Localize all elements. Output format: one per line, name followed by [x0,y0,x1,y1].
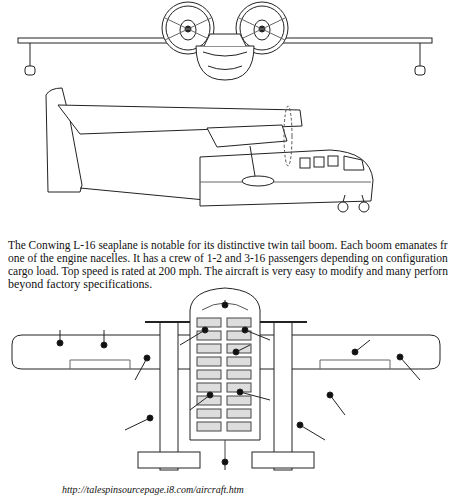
top-view-part-part [240,392,270,400]
top-view-part [202,303,248,310]
front-view-part [254,20,270,40]
top-view-part-part [242,327,248,333]
front-view-part [180,20,196,40]
side-view-part [284,106,292,166]
side-view-part [200,182,371,183]
side-view-part [314,157,324,167]
front-view-part [240,6,284,50]
source-url: http://talespinsourcepage.i8.com/aircraf… [62,483,244,496]
top-view-part [197,318,251,431]
top-view-part [138,452,200,468]
top-view-part-part [222,302,228,308]
top-view-part [160,322,178,470]
side-view-part [343,195,364,202]
top-view-part-part [197,383,221,392]
top-view-part-part [125,418,150,430]
top-view-part-part [227,370,251,379]
top-view-part-part [197,422,221,431]
top-view-part-part [197,409,221,418]
side-view-part [80,188,205,200]
front-view [18,2,432,80]
top-view-part-part [197,370,221,379]
top-view-part-part [57,340,63,346]
top-view-part-part [197,357,221,366]
top-view-part-part [233,349,239,355]
front-view-part [25,66,35,75]
top-view-part [274,322,292,470]
top-view-part-part [227,409,251,418]
front-view-part [30,43,420,66]
top-view [12,288,440,470]
description-line: The Conwing L-16 seaplane is notable for… [8,239,448,252]
side-view-part [46,88,82,192]
front-view-part [203,52,247,70]
top-view-part-part [330,395,345,415]
side-view [46,88,373,212]
description-line: beyond factory specifications. [8,278,152,291]
top-view-part-part [180,330,205,345]
top-view-part-part [207,392,213,398]
front-view-part [204,34,246,46]
top-view-part-part [147,415,153,421]
top-view-part [225,440,226,460]
top-view-part-part [400,357,420,380]
top-view-part-part [190,395,210,410]
side-view-part [328,156,338,166]
front-view-part [166,6,210,50]
top-view-part-part [245,330,270,340]
side-view-part [359,202,369,212]
side-view-part [338,202,348,212]
top-view-part-part [227,357,251,366]
top-view-part-part [197,318,221,327]
top-view-part-part [327,392,333,398]
side-view-part [300,158,310,168]
side-view-part [250,146,255,176]
top-view-part-part [227,318,251,327]
side-view-part [344,156,364,170]
side-view-part [242,176,274,186]
top-view-part-part [135,358,147,380]
top-view-part-part [144,355,150,361]
description-line: one of the engine nacelles. It has a cre… [8,252,448,265]
top-view-part [190,288,260,440]
top-view-part-part [227,396,251,405]
top-view-part-part [227,422,251,431]
side-view-part [200,150,373,206]
top-view-part-part [397,354,403,360]
top-view-part-part [197,344,221,353]
front-view-part [415,66,425,75]
top-view-part-part [101,342,107,348]
top-view-part-part [202,327,208,333]
description-line: cargo load. Top speed is rated at 200 mp… [8,265,448,278]
front-view-part [196,46,254,80]
top-view-part-part [300,425,325,440]
top-view-part [57,300,420,470]
top-view-part-part [352,349,358,355]
side-view-part [207,125,287,147]
top-view-part-part [222,459,228,465]
top-view-part-part [237,389,243,395]
top-view-part [252,452,314,468]
top-view-part-part [297,422,303,428]
